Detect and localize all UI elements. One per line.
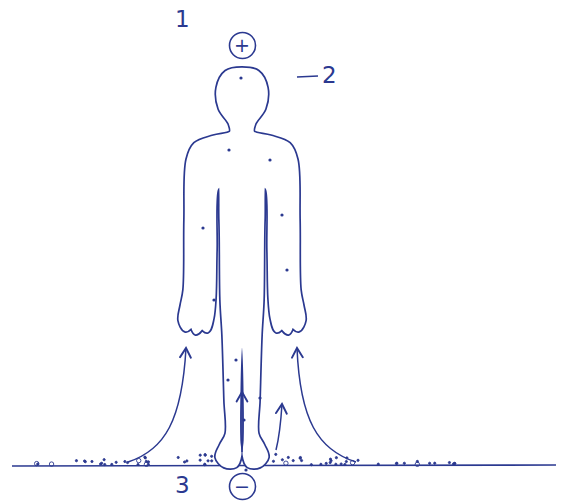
charge-dot	[239, 76, 242, 79]
ground-particle	[204, 454, 206, 456]
ground-particle	[448, 461, 450, 463]
ground-particle	[454, 462, 456, 464]
charge-dot	[258, 396, 261, 399]
ground-line	[12, 465, 556, 466]
ground-particle	[91, 460, 93, 462]
ground-particle	[292, 460, 294, 462]
ground-particle	[310, 464, 312, 466]
charge-dot	[280, 213, 283, 216]
ground-particle	[330, 460, 332, 462]
charge-circle: −	[228, 472, 257, 501]
ground-particle	[211, 455, 213, 457]
ground-particle	[100, 463, 102, 465]
ground-particle	[177, 456, 179, 458]
charge-dot	[227, 148, 230, 151]
ground-particle	[395, 462, 397, 464]
ground-particle	[403, 462, 405, 464]
ground-particle	[204, 454, 206, 456]
charge-dot	[234, 358, 237, 361]
leader-line	[297, 76, 318, 77]
charge-circle: +	[228, 31, 257, 60]
ground-particle	[335, 463, 337, 465]
charge-dot	[226, 378, 229, 381]
ground-particle	[272, 460, 274, 462]
ground-particle	[147, 463, 149, 465]
ground-particle	[453, 462, 455, 464]
charge-dot	[285, 268, 288, 271]
ground-particle	[207, 460, 209, 462]
ground-particle	[211, 460, 213, 462]
ground-particle	[416, 460, 418, 462]
charge-dot	[201, 226, 204, 229]
human-figure	[181, 70, 303, 466]
ground-particle	[434, 462, 436, 464]
ground-particle	[199, 454, 201, 456]
ground-particle	[147, 461, 149, 463]
body-outline-gap	[181, 70, 303, 466]
ground-particle	[204, 463, 206, 465]
charge-dot	[212, 298, 215, 301]
ground-particle	[144, 457, 146, 459]
ground-particle	[340, 463, 342, 465]
ground-particle	[137, 463, 139, 465]
ground-particle	[281, 459, 283, 461]
ground-particle	[299, 457, 301, 459]
ground-particle	[183, 461, 185, 463]
ground-particle	[325, 462, 327, 464]
ground-particle	[124, 460, 126, 462]
ground-particle	[104, 463, 106, 465]
ground-particle	[111, 463, 113, 465]
callout-number: 2	[322, 64, 337, 87]
ground-particle	[49, 462, 53, 466]
ground-particle	[287, 456, 289, 458]
ground-particle	[204, 464, 206, 466]
charge-dot	[268, 158, 271, 161]
rising-arrows	[128, 348, 356, 462]
ground-particle	[103, 459, 105, 461]
ground-particle	[396, 462, 398, 464]
ground-particle	[83, 460, 85, 462]
ground-particle	[377, 463, 379, 465]
ground-particle	[84, 461, 86, 463]
ground-particle	[115, 461, 117, 463]
charge-dot	[244, 468, 247, 471]
callout-number: 1	[175, 8, 190, 31]
ground-particle	[75, 460, 77, 462]
ground-particle	[144, 456, 146, 458]
ground-particle	[357, 459, 359, 461]
callout-number: 3	[175, 474, 190, 497]
ground-particle	[284, 461, 288, 465]
ground-particle	[186, 460, 188, 462]
ground-particle	[299, 456, 301, 458]
ground-particle	[199, 459, 201, 461]
ground-particle	[429, 462, 431, 464]
ground-particle	[335, 457, 337, 459]
ground-particle	[320, 463, 322, 465]
ground-particle	[345, 460, 347, 462]
ground-particle	[275, 453, 277, 455]
charge-dot	[242, 418, 245, 421]
ground-particle	[344, 463, 346, 465]
charge-sign: −	[234, 477, 250, 496]
ground-particle	[34, 461, 38, 465]
ground-particle	[300, 459, 302, 461]
body-outline	[181, 70, 303, 466]
charge-sign: +	[234, 36, 250, 55]
charge-dots	[34, 76, 455, 471]
